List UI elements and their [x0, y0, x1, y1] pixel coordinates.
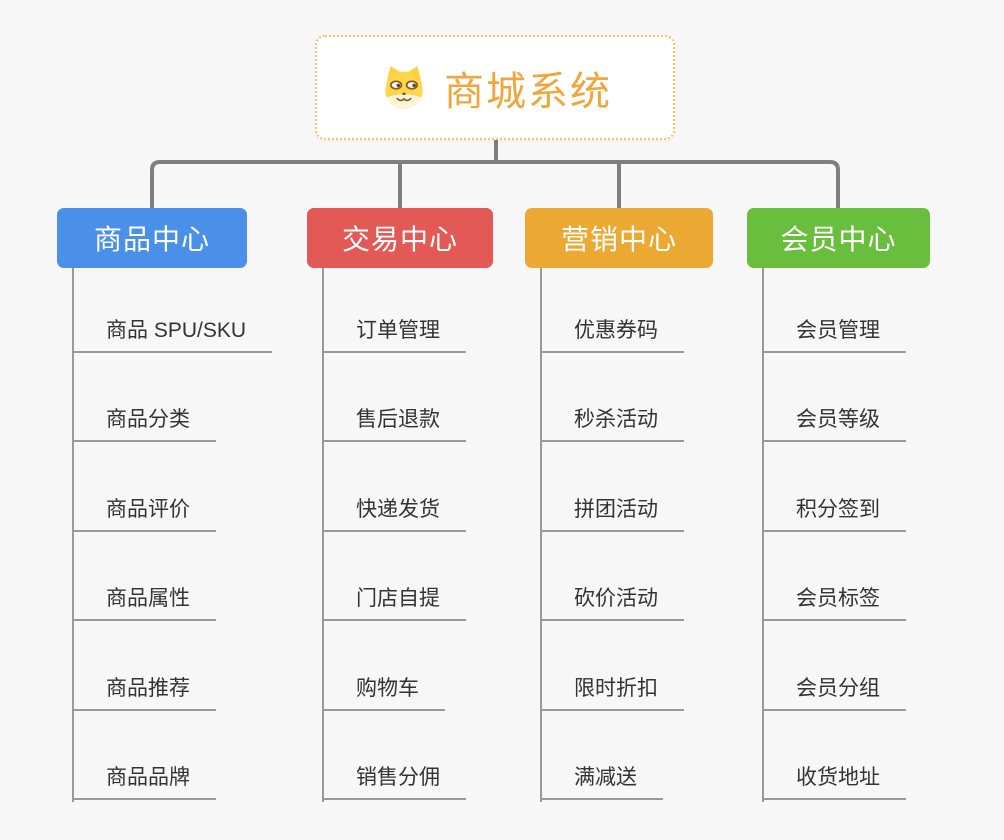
leaf-item[interactable]: 商品推荐 [73, 675, 216, 711]
leaf-item[interactable]: 会员等级 [763, 406, 906, 442]
branch-node-4[interactable]: 会员中心 [747, 208, 930, 268]
leaf-item[interactable]: 商品 SPU/SKU [73, 317, 273, 353]
branch-trunk-line [762, 268, 764, 802]
leaf-item[interactable]: 拼团活动 [541, 496, 684, 532]
leaf-item[interactable]: 购物车 [323, 675, 445, 711]
leaf-item[interactable]: 限时折扣 [541, 675, 684, 711]
leaf-item[interactable]: 商品品牌 [73, 764, 216, 800]
leaf-item[interactable]: 商品分类 [73, 406, 216, 442]
leaf-item[interactable]: 积分签到 [763, 496, 906, 532]
leaf-item[interactable]: 会员分组 [763, 675, 906, 711]
leaf-item[interactable]: 快递发货 [323, 496, 466, 532]
leaf-item[interactable]: 售后退款 [323, 406, 466, 442]
leaf-item[interactable]: 优惠券码 [541, 317, 684, 353]
shiba-dog-icon [385, 65, 423, 109]
leaf-item[interactable]: 会员管理 [763, 317, 906, 353]
branch-node-1[interactable]: 商品中心 [57, 208, 247, 268]
branch-node-2[interactable]: 交易中心 [307, 208, 493, 268]
root-title: 商城系统 [444, 69, 612, 114]
leaf-item[interactable]: 销售分佣 [323, 764, 466, 800]
branch-trunk-line [322, 268, 324, 802]
leaf-item[interactable]: 砍价活动 [541, 585, 684, 621]
leaf-item[interactable]: 商品评价 [73, 496, 216, 532]
branch-trunk-line [72, 268, 74, 802]
root-node[interactable]: 商城系统 [315, 35, 675, 140]
leaf-item[interactable]: 收货地址 [763, 764, 906, 800]
leaf-item[interactable]: 会员标签 [763, 585, 906, 621]
leaf-item[interactable]: 门店自提 [323, 585, 466, 621]
leaf-item[interactable]: 订单管理 [323, 317, 466, 353]
leaf-item[interactable]: 满减送 [541, 764, 663, 800]
branch-node-3[interactable]: 营销中心 [525, 208, 713, 268]
leaf-item[interactable]: 秒杀活动 [541, 406, 684, 442]
leaf-item[interactable]: 商品属性 [73, 585, 216, 621]
branch-trunk-line [540, 268, 542, 802]
